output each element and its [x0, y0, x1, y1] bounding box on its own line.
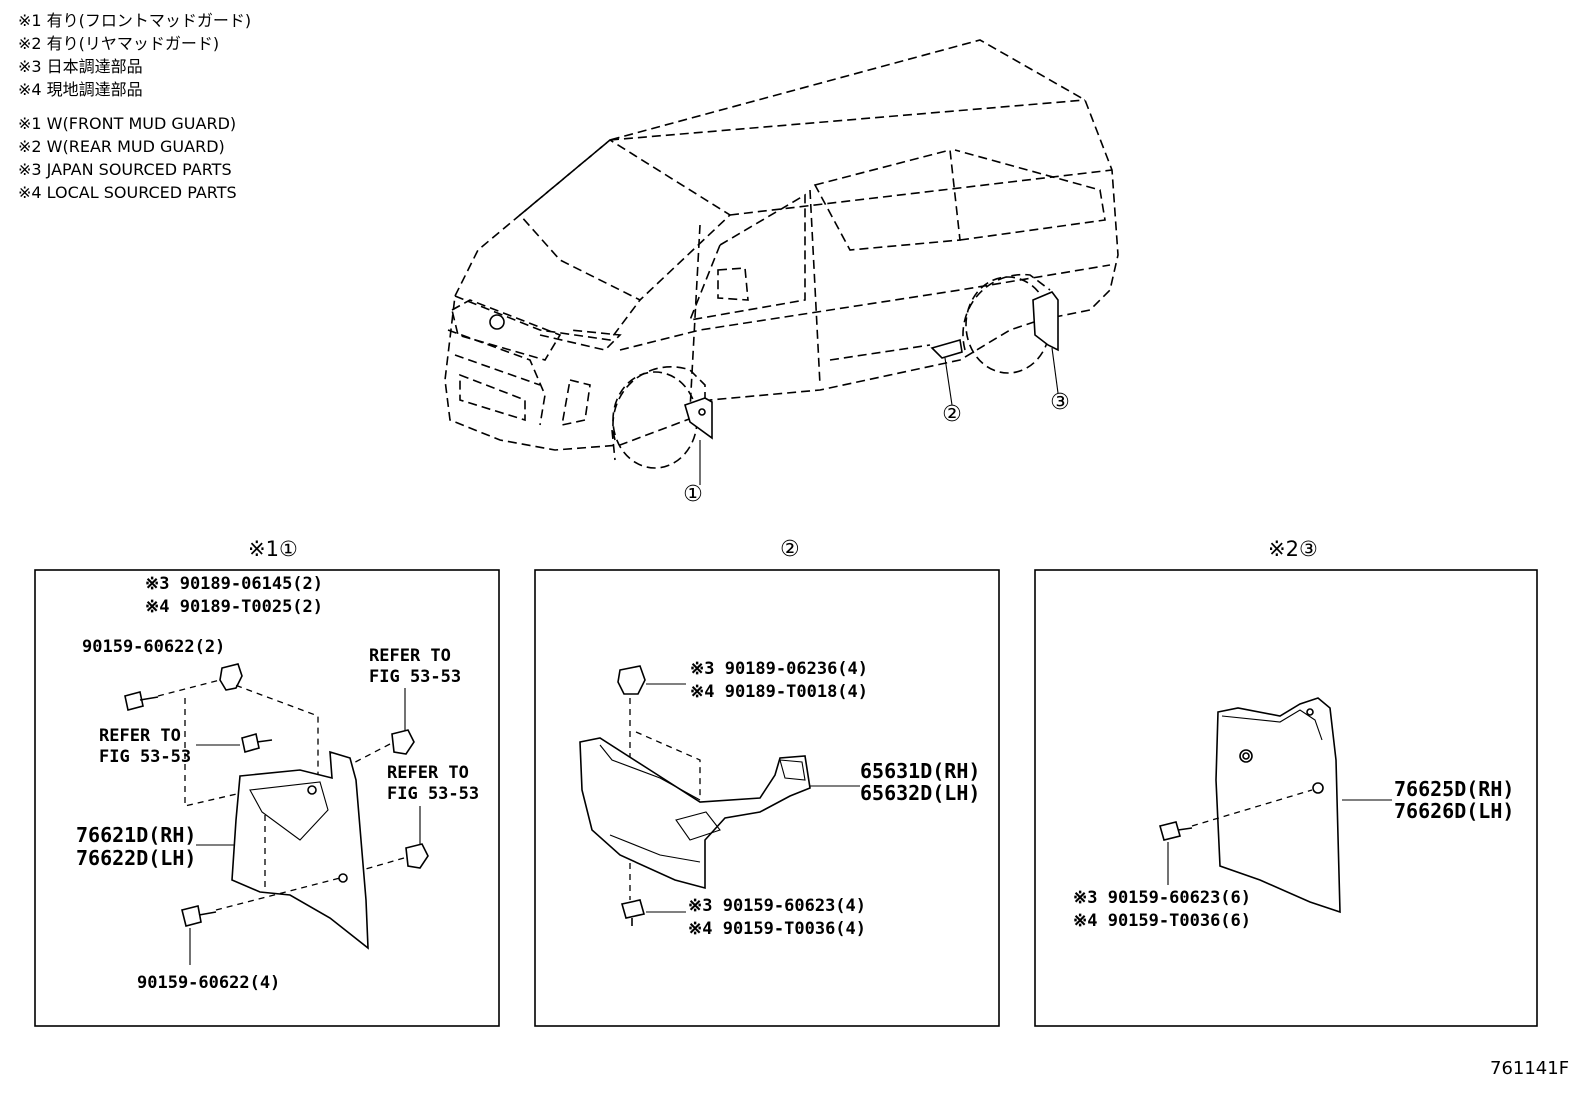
panel1-refer3-line1: REFER TO — [387, 763, 469, 783]
screw-icon — [241, 732, 260, 754]
panel1-refer1-line2: FIG 53-53 — [99, 747, 191, 767]
clip-icon — [405, 843, 429, 869]
panel-bracket: ② ※3 90189-06236(4) ※4 90189-T0018(4) 65… — [534, 537, 1000, 1027]
figure-code: 761141F — [1490, 1058, 1569, 1079]
rear-mud-guard — [1215, 697, 1341, 914]
screw-icon — [620, 899, 646, 919]
panel1-frame — [34, 569, 500, 1027]
panel1-part-lh: 76622D(LH) — [76, 846, 196, 870]
panel3-screw-jp: ※3 90159-60623(6) — [1073, 888, 1251, 908]
callout-3: ③ — [1050, 390, 1070, 415]
panel2-screw-local: ※4 90159-T0036(4) — [688, 919, 866, 939]
panel1-screw-top: 90159-60622(2) — [82, 637, 225, 657]
panel2-screw-jp: ※3 90159-60623(4) — [688, 896, 866, 916]
clip-icon — [391, 729, 415, 755]
panel-rear-mud-guard: ※2③ 76625D(RH) 76626D(LH) ※3 90159-60623… — [1034, 537, 1538, 1027]
panel2-clip-jp: ※3 90189-06236(4) — [690, 659, 868, 679]
panel1-refer2-line2: FIG 53-53 — [369, 667, 461, 687]
panel1-part-rh: 76621D(RH) — [76, 823, 196, 847]
legend-en-3: ※3 JAPAN SOURCED PARTS — [18, 160, 232, 179]
panel3-frame — [1034, 569, 1538, 1027]
legend-en-1: ※1 W(FRONT MUD GUARD) — [18, 114, 236, 133]
panel2-part-lh: 65632D(LH) — [860, 781, 980, 805]
panel3-part-rh: 76625D(RH) — [1394, 777, 1514, 801]
clip-icon — [617, 665, 646, 695]
screw-icon — [1159, 821, 1181, 841]
van-illustration: ① ② ③ — [444, 39, 1119, 507]
panel2-clip-local: ※4 90189-T0018(4) — [690, 682, 868, 702]
clip-icon — [219, 663, 243, 691]
panel2-part-rh: 65631D(RH) — [860, 759, 980, 783]
legend-en-2: ※2 W(REAR MUD GUARD) — [18, 137, 225, 156]
screw-icon — [124, 691, 144, 711]
panel1-refer3-line2: FIG 53-53 — [387, 784, 479, 804]
legend-jp-1: ※1 有り(フロントマッドガード) — [18, 11, 251, 30]
panel1-refer1-line1: REFER TO — [99, 726, 181, 746]
legend-jp-2: ※2 有り(リヤマッドガード) — [18, 34, 219, 53]
front-mud-guard — [231, 750, 369, 950]
callout-1: ① — [683, 482, 703, 507]
panel2-frame — [534, 569, 1000, 1027]
legend-jp-3: ※3 日本調達部品 — [18, 57, 143, 76]
panel1-clip-local: ※4 90189-T0025(2) — [145, 597, 323, 617]
panel3-header: ※2③ — [1268, 537, 1318, 561]
mud-guard-bracket — [579, 737, 811, 890]
screw-icon — [181, 905, 202, 927]
legend-en-4: ※4 LOCAL SOURCED PARTS — [18, 183, 237, 202]
panel3-part-lh: 76626D(LH) — [1394, 799, 1514, 823]
panel1-refer2-line1: REFER TO — [369, 646, 451, 666]
callout-2: ② — [942, 402, 962, 427]
panel2-header: ② — [780, 537, 800, 562]
panel1-screw-bottom: 90159-60622(4) — [137, 973, 280, 993]
panel1-clip-jp: ※3 90189-06145(2) — [145, 574, 323, 594]
panel1-header: ※1① — [248, 537, 298, 561]
panel3-screw-local: ※4 90159-T0036(6) — [1073, 911, 1251, 931]
panel-front-mud-guard: ※1① ※3 90189-06145(2) ※4 90189-T0025(2) … — [34, 537, 500, 1027]
legend-jp-4: ※4 現地調達部品 — [18, 80, 143, 99]
legend: ※1 有り(フロントマッドガード) ※2 有り(リヤマッドガード) ※3 日本調… — [18, 11, 251, 202]
